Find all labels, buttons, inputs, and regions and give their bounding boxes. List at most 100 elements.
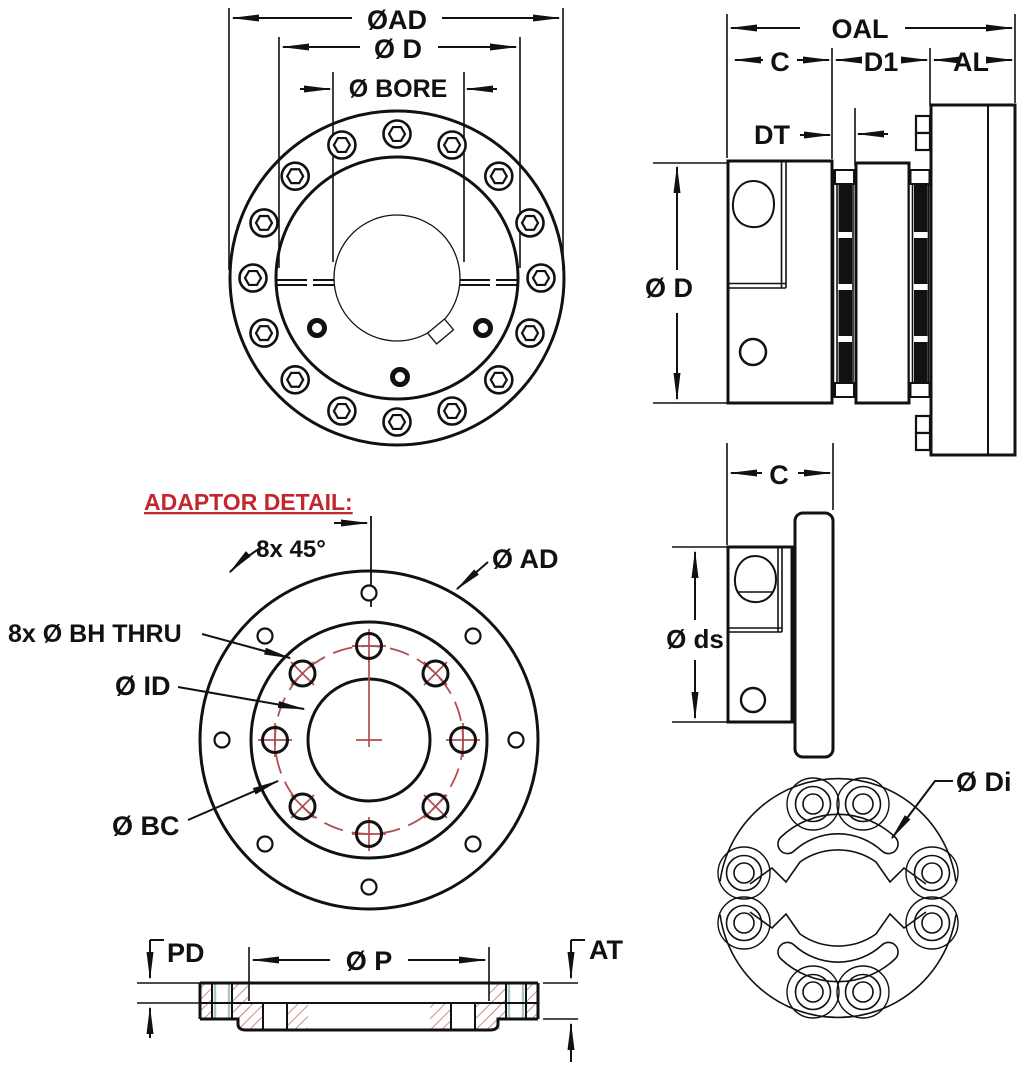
callout-bh: 8x Ø BH THRU [8,620,292,659]
adaptor-ring-circle [249,620,489,860]
disc-element-view: Ø Di [717,767,1012,1019]
bushing [717,846,771,900]
flange-outer-circle [228,109,566,447]
socket-screw [382,407,412,437]
socket-screw [382,119,412,149]
bolt-head [914,431,932,452]
front-extension-lines [228,8,564,270]
dim-label-pd: PD [167,938,205,968]
hub-side-view: C Ø ds [666,443,835,759]
dim-op: Ø P [248,946,490,1001]
dim-label-al: AL [953,47,989,77]
bolt-hole-plus [350,627,388,665]
dim-at: AT [543,935,623,1062]
bolt-head [914,414,932,435]
socket-screw [437,130,467,160]
outer-hole [507,731,525,749]
dim-label-ad: Ø AD [492,544,559,574]
dim-label-di: Ø Di [956,767,1012,797]
dim-label-op: Ø P [346,946,393,976]
dim-label-at: AT [589,935,623,965]
disc-pack-1 [832,169,858,398]
dim-label-c: C [770,47,790,77]
hub-body [726,545,794,724]
keyway-bore [731,179,776,229]
outer-hole [360,878,378,896]
side-extension-lines [726,14,1016,166]
dim-oad: ØAD [231,5,561,35]
center-spacer [854,161,911,405]
dim-dt: DT [754,120,888,150]
dim-label-id: Ø ID [115,671,171,701]
clamp-hole [393,370,408,385]
adaptor-detail-view: ADAPTOR DETAIL: [8,489,559,911]
bushing [786,777,840,831]
bushing [905,896,959,950]
callout-di: Ø Di [890,767,1012,840]
socket-screw [238,263,268,293]
socket-screw [437,396,467,426]
dim-obore: Ø BORE [300,75,497,103]
clamp-hole [476,321,491,336]
dim-label-dt: DT [754,120,790,150]
bushing [836,777,890,831]
dim-label-d1: D1 [864,47,899,77]
dim-angle: 8x 45° [228,519,369,574]
clamp-screw-hole [738,337,768,367]
disc-slot-bottom [777,941,899,983]
outer-hole [256,627,274,645]
disc-outer-arc-top [719,777,957,882]
disc-pack-2 [908,114,933,452]
bolt-hole-x [288,659,317,688]
callout-id: Ø ID [115,671,306,710]
bolt-head [914,114,932,135]
adaptor-detail-title: ADAPTOR DETAIL: [144,489,353,515]
keyway-bore [733,554,778,604]
socket-screw [483,161,514,191]
outer-hole [256,835,274,853]
socket-screw [327,396,357,426]
bore-circle [333,214,461,342]
disc-outer-arc-bottom [719,914,957,1019]
dim-label-angle: 8x 45° [256,536,326,563]
side-coupling-view: OAL C D1 AL DT Ø D [645,14,1017,457]
bolt-hole-plus [444,721,482,759]
outer-hole [360,584,378,602]
bolt-hole-x [288,792,317,821]
dim-label-c-hub: C [769,460,789,490]
keyway-notch [426,318,455,345]
bushing [836,965,890,1019]
outer-hole [213,731,231,749]
bolt-hole-x [421,792,450,821]
bolt-ring [238,119,556,437]
hub-extension-lines [672,443,834,723]
bolt-head [914,131,932,152]
clamp-hole [310,321,325,336]
dim-od-side: Ø D [645,162,727,404]
adaptor-outer-circle [198,569,540,911]
hub-flange [793,511,835,759]
outer-hole [464,835,482,853]
section-outline [198,981,540,1032]
socket-screw [327,130,357,160]
disc-slot-top [777,813,899,855]
disc-inner-profile-top [749,849,927,885]
adaptor-plate-side [929,103,1017,457]
dim-c-d1-al: C D1 AL [733,47,1014,77]
callout-ad: Ø AD [455,544,559,591]
dim-label-ds: Ø ds [666,624,724,654]
bolt-hole-x [421,659,450,688]
section-view: Ø P PD AT [137,935,623,1062]
dim-ds: Ø ds [666,550,724,720]
dim-label-bc: Ø BC [112,811,180,841]
socket-screw [483,364,514,395]
front-flange-view: ØAD Ø D Ø BORE [228,5,566,447]
dim-label-oad: ØAD [367,5,427,35]
bolt-hole-plus [350,815,388,853]
section-bolt-lines [213,983,525,1019]
socket-screw [526,263,556,293]
disc-inner-profile-bottom [749,911,927,947]
dim-label-od-side: Ø D [645,273,693,303]
dim-od: Ø D [281,34,518,64]
